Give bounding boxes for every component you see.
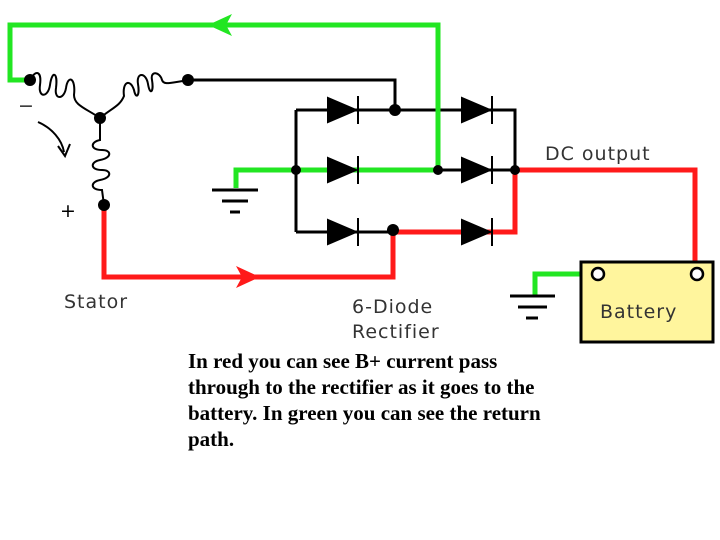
forward-arrow-icon (236, 266, 260, 288)
diodes (327, 96, 493, 246)
stator-to-rectifier-wire (190, 78, 397, 110)
diode-6 (461, 218, 493, 246)
ground-symbol-icon (212, 188, 258, 214)
junction-dot (433, 165, 443, 175)
caption-text: In red you can see B+ current pass throu… (188, 349, 541, 451)
diode-5 (461, 156, 493, 184)
return-wire-ground (233, 167, 438, 188)
stator-coils (29, 72, 191, 206)
diode-4 (461, 96, 493, 124)
battery-label: Battery (600, 301, 677, 323)
return-wire-top (7, 22, 441, 170)
diode-2 (327, 156, 359, 184)
stator-coil-bottom (91, 118, 111, 206)
ground-symbol-icon (510, 294, 555, 320)
junction-dot (98, 199, 110, 211)
minus-label: − (18, 95, 35, 117)
junction-dot (182, 74, 194, 86)
stator-coil-left (29, 72, 101, 119)
junction-dots (24, 74, 520, 236)
junction-dot (24, 74, 36, 86)
diode-3 (327, 218, 359, 246)
rotation-arrow-icon (37, 121, 65, 153)
rectifier-top-row-wire (296, 108, 517, 170)
battery-ground-wire (532, 271, 598, 296)
positive-path-red (101, 167, 698, 280)
battery-positive-terminal (689, 266, 705, 282)
junction-dot (387, 224, 399, 236)
rectifier-label-line1: 6-Diode (352, 296, 433, 318)
junction-dot (291, 165, 301, 175)
junction-dot (510, 165, 520, 175)
dc-output-label: DC output (545, 143, 651, 165)
junction-dot (389, 104, 401, 116)
b-plus-wire (101, 167, 698, 280)
stator-coil-right (99, 72, 191, 119)
return-arrow-icon (208, 14, 232, 36)
rotation-arrowhead-icon (57, 143, 71, 159)
battery-negative-terminal (590, 266, 606, 282)
diode-1 (327, 96, 359, 124)
plus-label: + (60, 200, 77, 222)
return-path-green (7, 22, 598, 296)
rectifier-label-line2: Rectifier (352, 321, 440, 343)
junction-dot (94, 112, 106, 124)
stator-label: Stator (64, 291, 128, 313)
